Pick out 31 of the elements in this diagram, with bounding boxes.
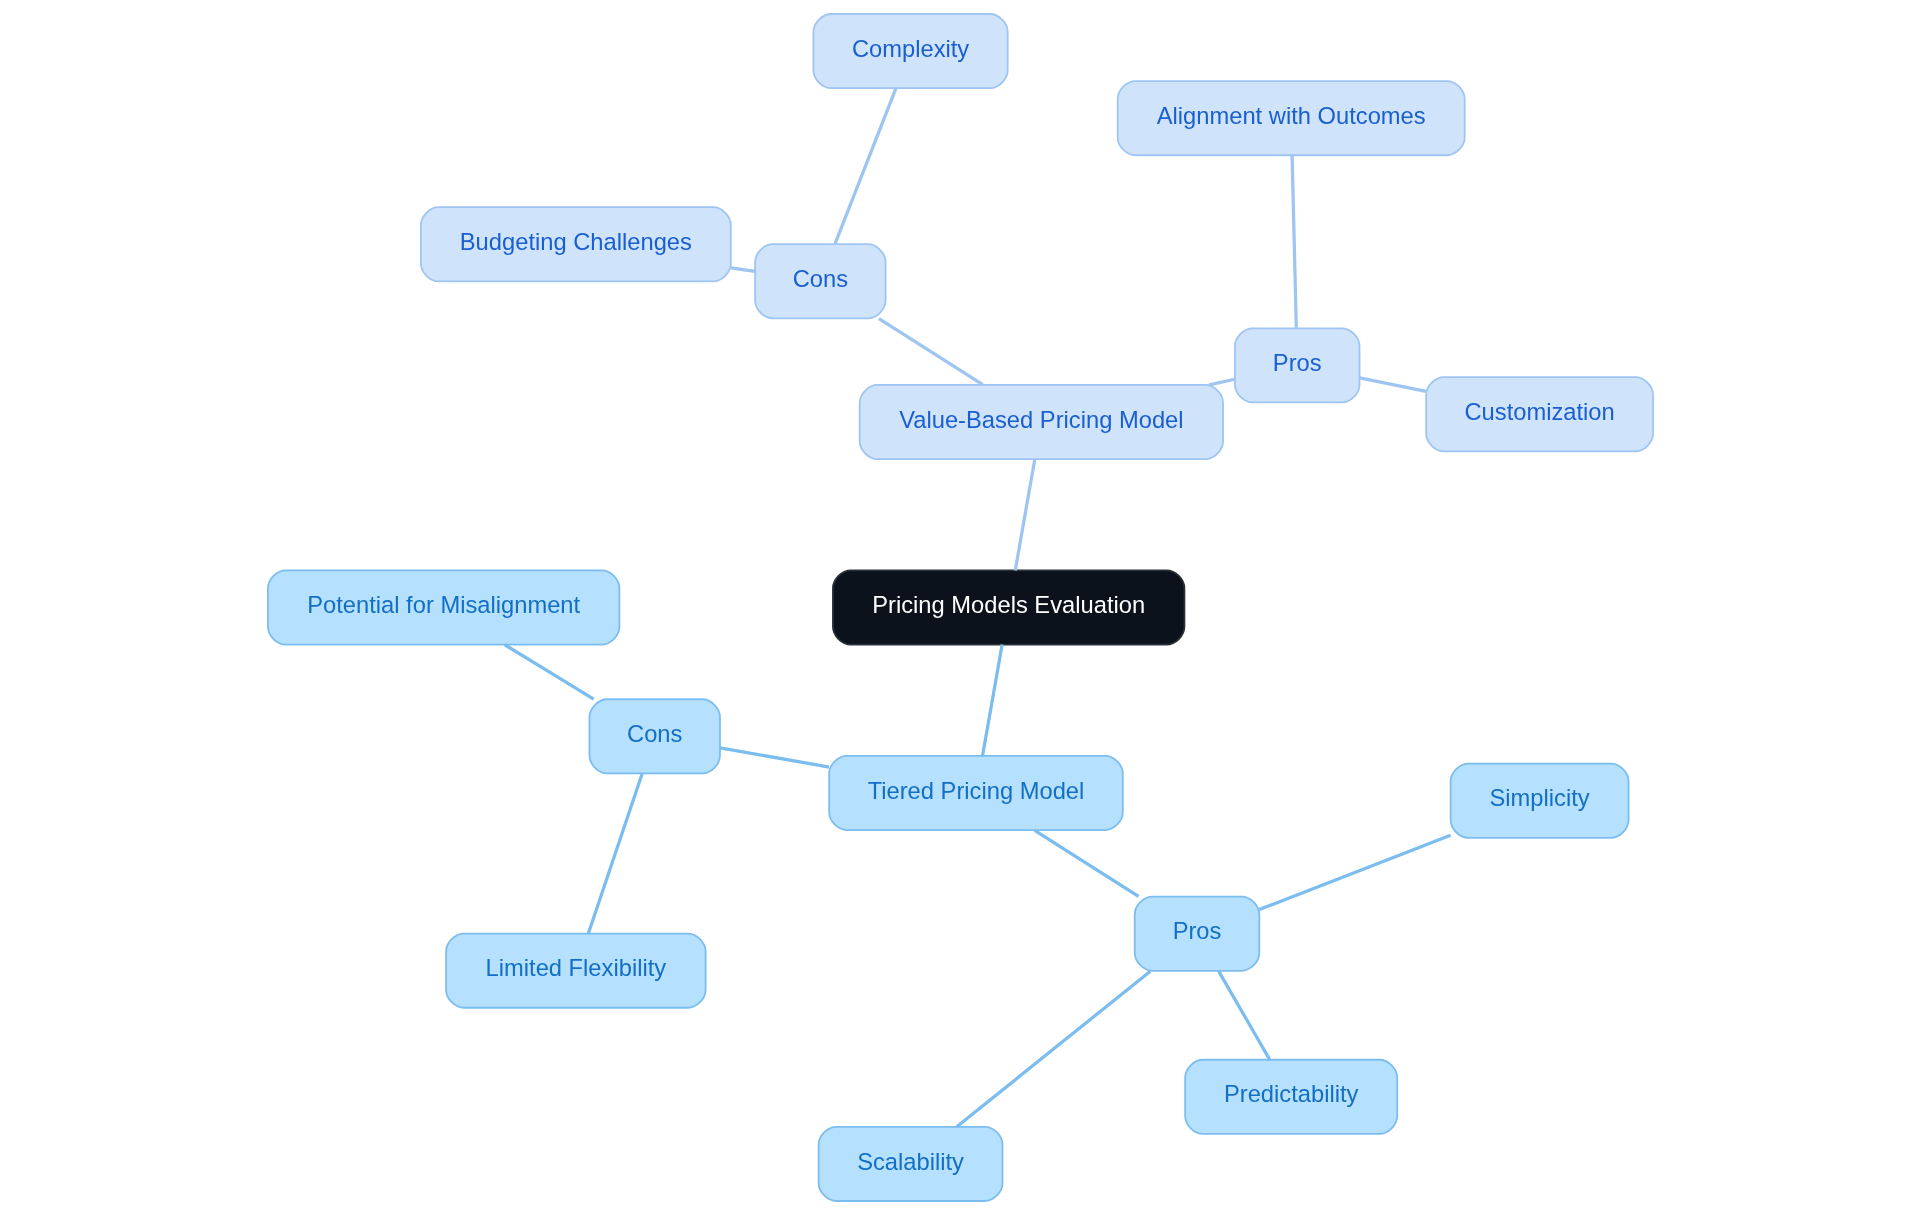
- node-box: Tiered Pricing Model: [827, 755, 1124, 831]
- connector: [980, 644, 1004, 756]
- node-box: Potential for Misalignment: [266, 569, 620, 646]
- connector: [1258, 833, 1451, 911]
- connector: [1208, 377, 1235, 387]
- node-box: Cons: [588, 698, 721, 775]
- node-box: Customization: [1424, 376, 1654, 453]
- node-box: Alignment with Outcomes: [1116, 80, 1466, 157]
- connector: [503, 643, 595, 701]
- node-box: Pricing Models Evaluation: [831, 569, 1185, 646]
- node-box: Pros: [1133, 895, 1260, 972]
- connector: [955, 969, 1151, 1129]
- connector: [719, 746, 829, 769]
- node-box: Predictability: [1183, 1058, 1398, 1135]
- node-box: Cons: [753, 243, 886, 320]
- node-box: Value-Based Pricing Model: [858, 384, 1224, 460]
- connector: [1013, 459, 1036, 571]
- connector: [1216, 970, 1271, 1061]
- connector: [1033, 828, 1139, 898]
- node-box: Limited Flexibility: [444, 932, 706, 1009]
- connector: [730, 266, 755, 273]
- node-box: Budgeting Challenges: [419, 206, 732, 283]
- node-box: Pros: [1233, 327, 1360, 404]
- node-box: Simplicity: [1449, 762, 1629, 839]
- node-box: Complexity: [812, 13, 1009, 90]
- node-box: Scalability: [817, 1125, 1003, 1202]
- connector: [1289, 155, 1298, 328]
- connector: [833, 87, 898, 245]
- connector: [877, 317, 984, 387]
- connector: [1358, 376, 1426, 393]
- connector: [586, 772, 644, 934]
